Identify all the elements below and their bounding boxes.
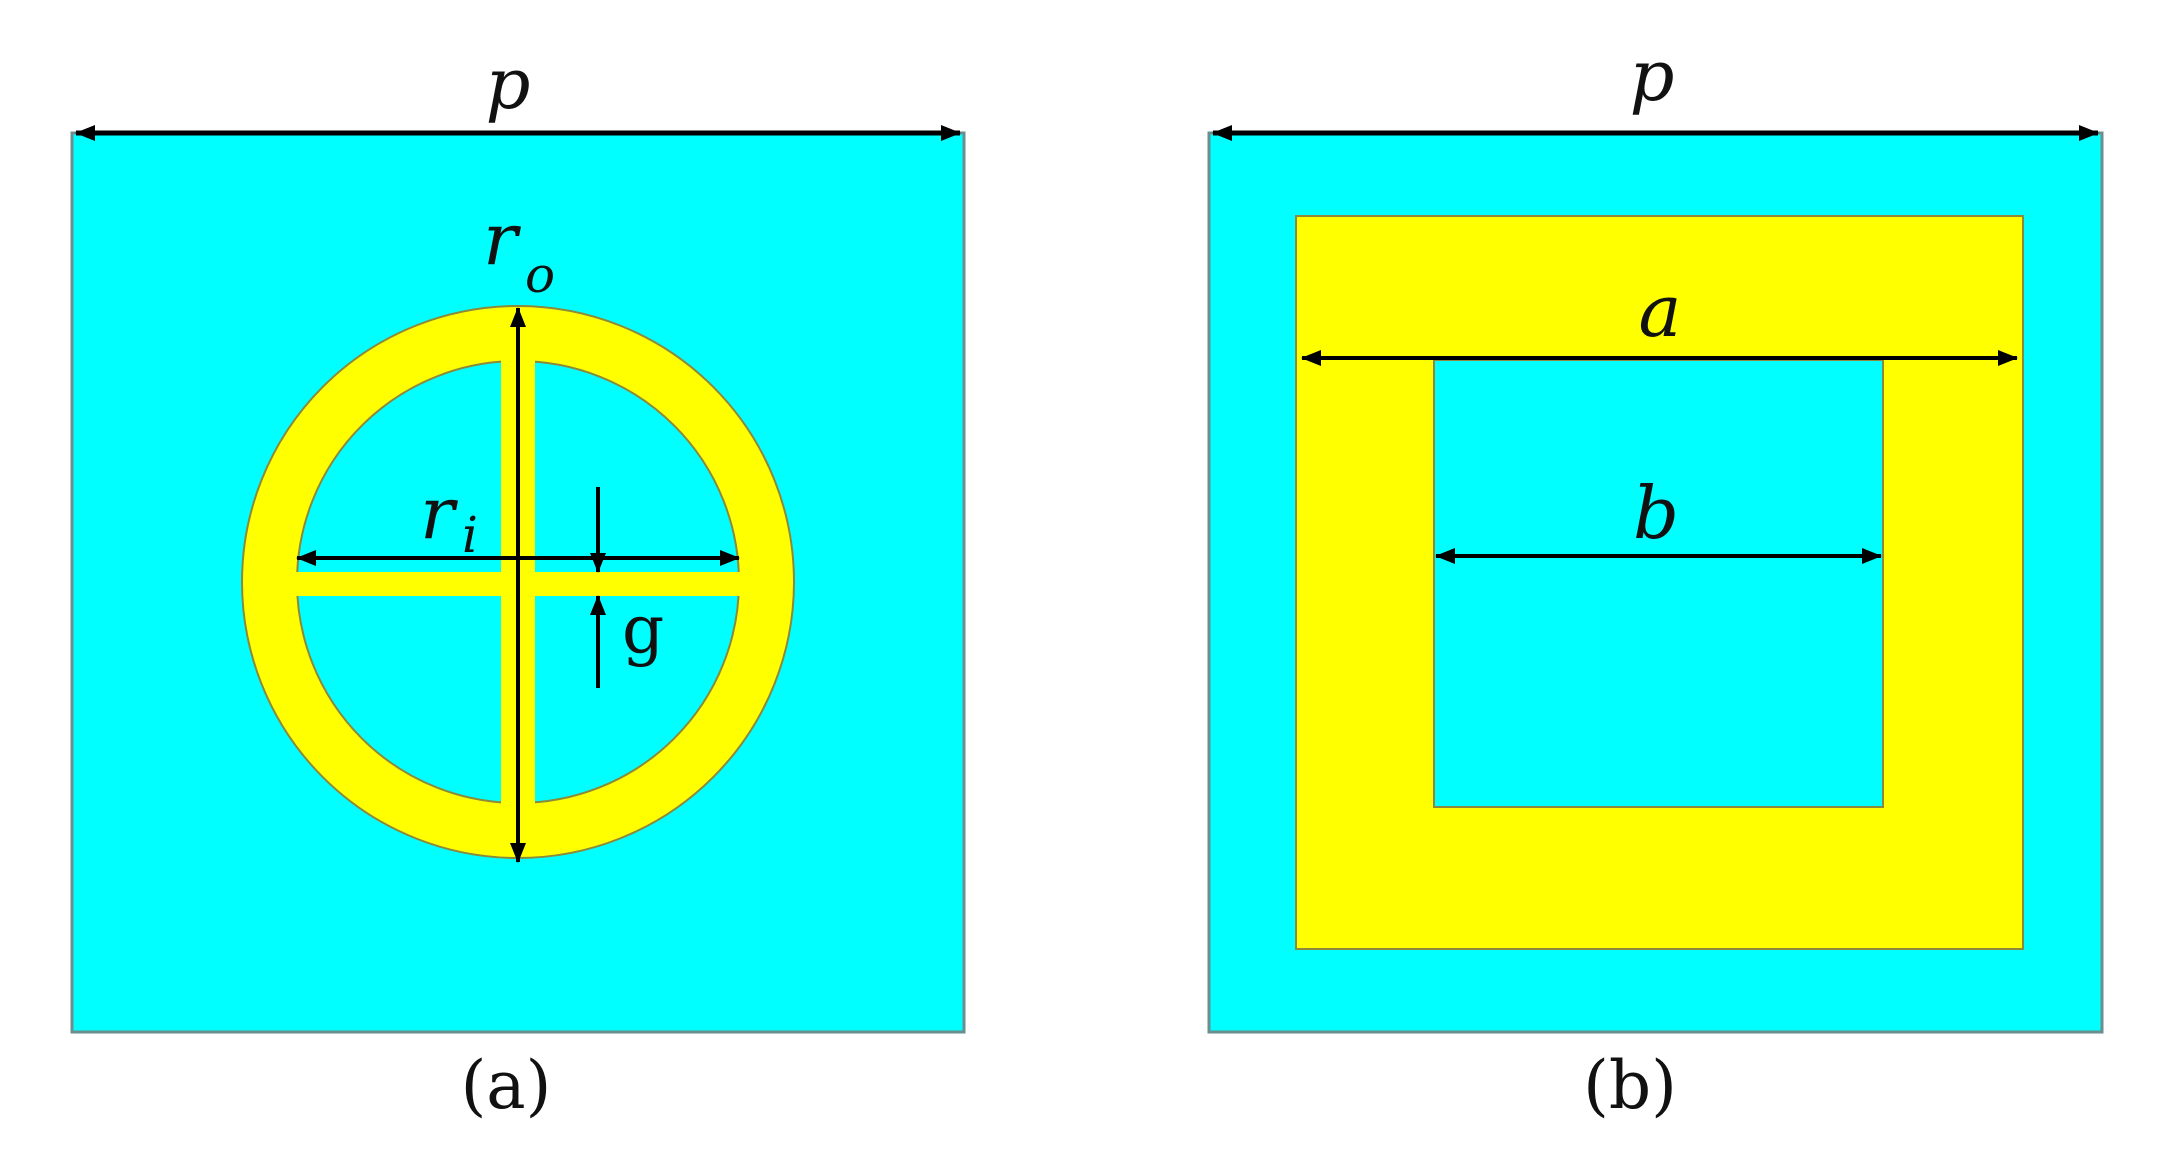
outer-radius-subscript: o [525, 246, 555, 304]
panel-a: p r o r i g (a) [70, 43, 966, 1124]
panel-b: p a b (b) [1207, 35, 2104, 1124]
gap-label: g [622, 591, 664, 668]
inner-radius-label: r [420, 471, 458, 555]
panel-b-period-label: p [1630, 35, 1675, 117]
panel-a-caption: (a) [461, 1047, 552, 1124]
square-ring-hole [1433, 359, 1884, 808]
outer-side-label: a [1639, 269, 1682, 353]
inner-side-label: b [1633, 471, 1679, 555]
panel-b-caption: (b) [1583, 1047, 1677, 1124]
inner-radius-subscript: i [462, 506, 478, 564]
outer-radius-label: r [483, 197, 521, 281]
panel-a-period-label: p [486, 43, 531, 125]
